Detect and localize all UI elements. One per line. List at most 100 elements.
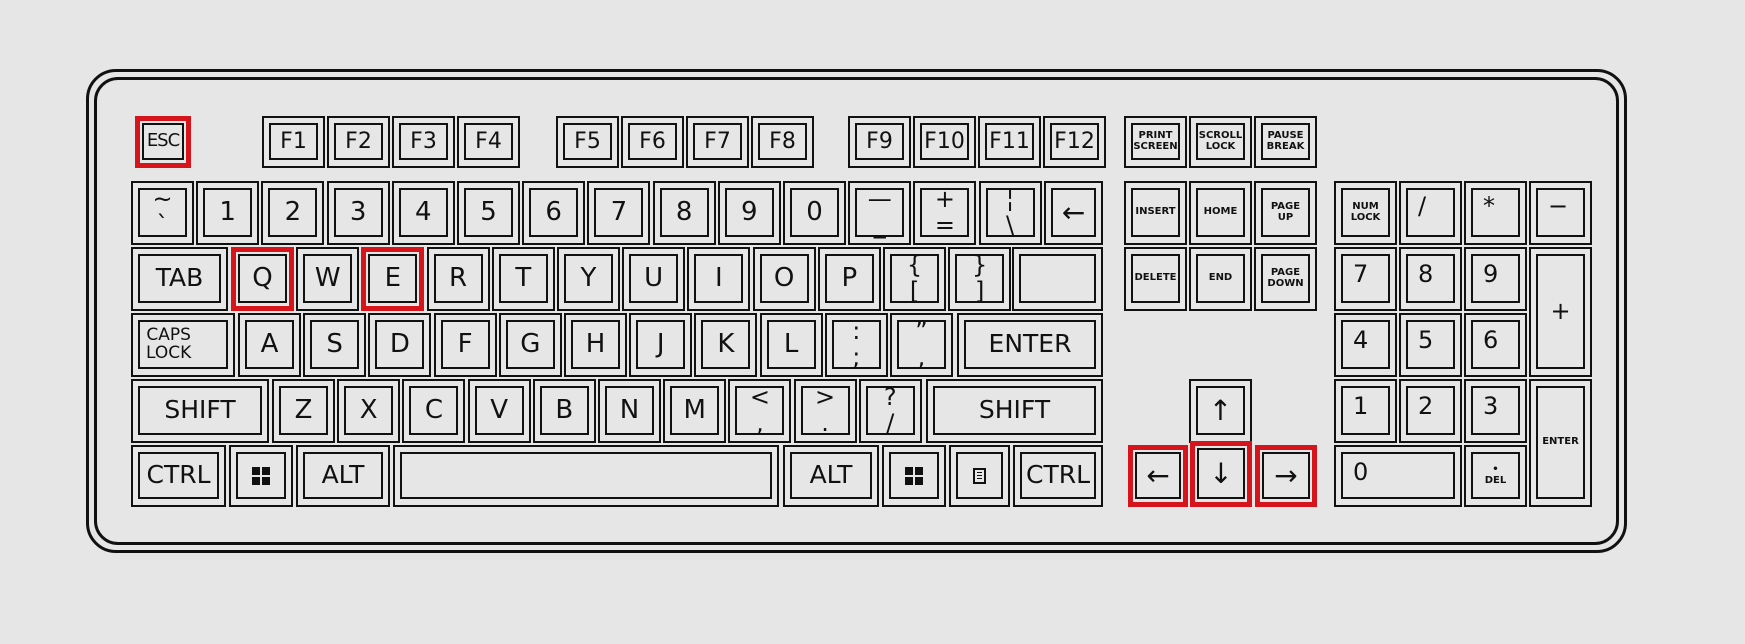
key-left-ctrl[interactable]: CTRL <box>131 445 226 507</box>
key-page-down[interactable]: PAGE DOWN <box>1254 247 1317 311</box>
key-key[interactable]: ~ ` <box>131 181 194 245</box>
key-s[interactable]: S <box>303 313 367 377</box>
key-key[interactable]: < , <box>728 379 792 443</box>
key-key[interactable]: — _ <box>848 181 912 245</box>
key-arrow-right[interactable]: → <box>1255 445 1317 507</box>
key-8[interactable]: 8 <box>652 181 716 245</box>
key-2[interactable]: 2 <box>261 181 325 245</box>
key-numpad-3[interactable]: 3 <box>1464 379 1527 443</box>
key-arrow-left[interactable]: ← <box>1128 445 1188 507</box>
key-key[interactable]: } ] <box>948 247 1012 311</box>
key-numpad-enter[interactable]: ENTER <box>1529 379 1592 507</box>
key-backspace[interactable]: ← <box>1044 181 1103 245</box>
key-numpad-8[interactable]: 8 <box>1399 247 1462 311</box>
key-f2[interactable]: F2 <box>327 116 390 168</box>
key-enter-upper[interactable] <box>1012 247 1103 311</box>
key-f1[interactable]: F1 <box>262 116 325 168</box>
key-numpad-4[interactable]: 4 <box>1334 313 1397 377</box>
key-j[interactable]: J <box>629 313 693 377</box>
key-z[interactable]: Z <box>272 379 335 443</box>
key-f6[interactable]: F6 <box>621 116 684 168</box>
key-r[interactable]: R <box>426 247 490 311</box>
key-w[interactable]: W <box>296 247 360 311</box>
key-3[interactable]: 3 <box>326 181 390 245</box>
key-arrow-up[interactable]: ↑ <box>1189 379 1252 443</box>
key-c[interactable]: C <box>402 379 466 443</box>
key-page-up[interactable]: PAGE UP <box>1254 181 1317 245</box>
key-numpad-0[interactable]: 0 <box>1334 445 1462 507</box>
key-t[interactable]: T <box>491 247 555 311</box>
key-a[interactable]: A <box>238 313 301 377</box>
key-key[interactable]: ? / <box>858 379 922 443</box>
key-9[interactable]: 9 <box>717 181 781 245</box>
key-numpad-5[interactable]: 5 <box>1399 313 1462 377</box>
key-esc[interactable]: ESC <box>135 116 191 168</box>
key-left-alt[interactable]: ALT <box>296 445 390 507</box>
key-menu[interactable] <box>949 445 1010 507</box>
key-key[interactable]: ” , <box>890 313 953 377</box>
key-l[interactable]: L <box>759 313 823 377</box>
key-key[interactable]: + = <box>913 181 977 245</box>
key-u[interactable]: U <box>622 247 686 311</box>
key-numpad-multiply[interactable]: * <box>1464 181 1527 245</box>
key-5[interactable]: 5 <box>457 181 520 245</box>
key-f7[interactable]: F7 <box>686 116 749 168</box>
key-e[interactable]: E <box>361 247 425 311</box>
key-n[interactable]: N <box>598 379 661 443</box>
key-1[interactable]: 1 <box>196 181 260 245</box>
key-insert[interactable]: INSERT <box>1124 181 1187 245</box>
key-pause-break[interactable]: PAUSE BREAK <box>1254 116 1317 168</box>
key-scroll-lock[interactable]: SCROLL LOCK <box>1189 116 1252 168</box>
key-f9[interactable]: F9 <box>848 116 911 168</box>
key-arrow-down[interactable]: ↓ <box>1190 441 1252 507</box>
key-num-lock[interactable]: NUM LOCK <box>1334 181 1397 245</box>
key-right-alt[interactable]: ALT <box>783 445 879 507</box>
key-right-ctrl[interactable]: CTRL <box>1013 445 1103 507</box>
key-key[interactable]: ¦ \ <box>978 181 1042 245</box>
key-left-shift[interactable]: SHIFT <box>131 379 269 443</box>
key-6[interactable]: 6 <box>522 181 586 245</box>
key-caps-lock[interactable]: CAPS LOCK <box>131 313 235 377</box>
key-m[interactable]: M <box>663 379 727 443</box>
key-enter[interactable]: ENTER <box>957 313 1103 377</box>
key-right-shift[interactable]: SHIFT <box>926 379 1103 443</box>
key-f12[interactable]: F12 <box>1043 116 1106 168</box>
key-numpad-minus[interactable]: − <box>1529 181 1592 245</box>
key-h[interactable]: H <box>564 313 627 377</box>
key-f[interactable]: F <box>433 313 497 377</box>
key-tab[interactable]: TAB <box>131 247 228 311</box>
key-key[interactable]: : ; <box>824 313 888 377</box>
key-y[interactable]: Y <box>557 247 620 311</box>
key-numpad-plus[interactable]: + <box>1529 247 1592 377</box>
key-f10[interactable]: F10 <box>913 116 976 168</box>
key-p[interactable]: P <box>817 247 881 311</box>
key-delete[interactable]: DELETE <box>1124 247 1187 311</box>
key-space[interactable] <box>393 445 779 507</box>
key-f5[interactable]: F5 <box>556 116 619 168</box>
key-b[interactable]: B <box>532 379 596 443</box>
key-q[interactable]: Q <box>231 247 294 311</box>
key-i[interactable]: I <box>687 247 751 311</box>
key-key[interactable]: > . <box>793 379 857 443</box>
key-numpad-2[interactable]: 2 <box>1399 379 1462 443</box>
key-v[interactable]: V <box>467 379 531 443</box>
key-f4[interactable]: F4 <box>457 116 520 168</box>
key-right-windows[interactable] <box>882 445 946 507</box>
key-k[interactable]: K <box>694 313 758 377</box>
key-x[interactable]: X <box>337 379 401 443</box>
key-f8[interactable]: F8 <box>751 116 814 168</box>
key-4[interactable]: 4 <box>391 181 455 245</box>
key-f11[interactable]: F11 <box>978 116 1041 168</box>
key-7[interactable]: 7 <box>587 181 651 245</box>
key-home[interactable]: HOME <box>1189 181 1252 245</box>
key-print-screen[interactable]: PRINT SCREEN <box>1124 116 1187 168</box>
key-g[interactable]: G <box>498 313 562 377</box>
key-numpad-del[interactable]: • DEL <box>1464 445 1527 507</box>
key-numpad-7[interactable]: 7 <box>1334 247 1397 311</box>
key-o[interactable]: O <box>752 247 816 311</box>
key-numpad-1[interactable]: 1 <box>1334 379 1397 443</box>
key-key[interactable]: { [ <box>883 247 946 311</box>
key-numpad-6[interactable]: 6 <box>1464 313 1527 377</box>
key-end[interactable]: END <box>1189 247 1252 311</box>
key-0[interactable]: 0 <box>783 181 846 245</box>
